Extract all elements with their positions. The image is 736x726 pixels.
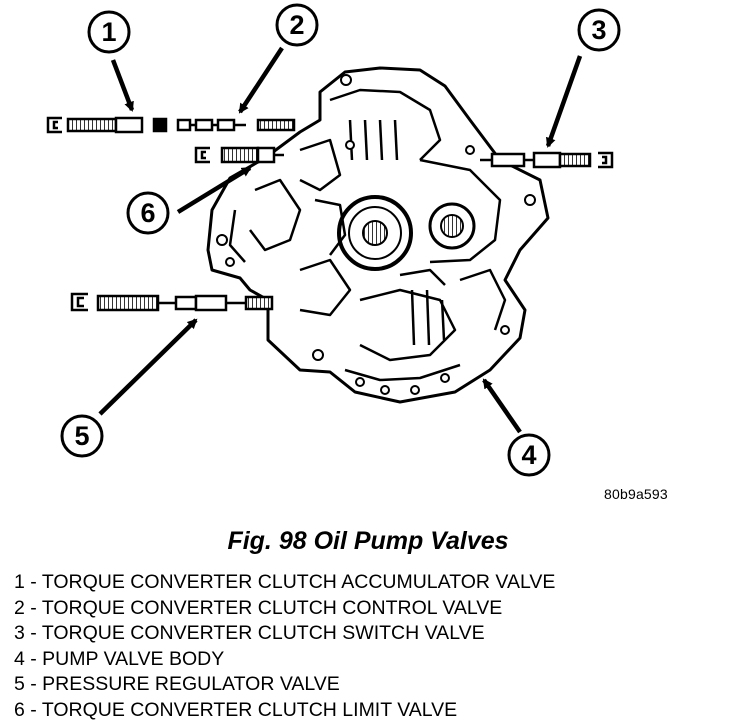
callout-3: 3 [545,8,621,148]
callout-number: 4 [521,440,536,470]
limit-valve-parts [194,146,284,164]
legend-list: 1 - TORQUE CONVERTER CLUTCH ACCUMULATOR … [14,570,555,724]
callout-circle [275,3,319,47]
callout-1: 1 [87,10,135,112]
callout-leader-line [238,46,284,114]
callout-leader-line [110,59,135,112]
image-code: 80b9a593 [604,486,668,502]
figure-caption: Fig. 98 Oil Pump Valves [227,527,509,555]
callout-6: 6 [126,166,252,235]
callout-circle [87,10,131,54]
legend-item: 2 - TORQUE CONVERTER CLUTCH CONTROL VALV… [14,596,503,619]
callout-circle [60,414,104,458]
oil-pump-valves-illustration: 1 2 3 4 5 6 [46,3,621,477]
callout-5: 5 [60,318,198,458]
accumulator-valve-parts [46,116,168,134]
pump-valve-body [206,66,550,404]
legend-item: 6 - TORQUE CONVERTER CLUTCH LIMIT VALVE [14,698,458,721]
legend-item: 5 - PRESSURE REGULATOR VALVE [14,673,340,696]
callout-number: 5 [74,421,89,451]
callout-leader-line [482,378,522,434]
callout-number: 2 [289,10,304,40]
callout-number: 6 [140,198,155,228]
callout-number: 3 [591,15,606,45]
pressure-regulator-valve-parts [70,292,274,312]
callout-circle [577,8,621,52]
callout-circle [126,191,170,235]
callout-2: 2 [238,3,319,114]
callout-leader-line [98,318,198,416]
switch-valve-parts [480,151,614,169]
callout-leader-line [176,166,252,214]
callout-4: 4 [482,378,551,477]
callout-circle [507,433,551,477]
legend-item: 3 - TORQUE CONVERTER CLUTCH SWITCH VALVE [14,622,485,645]
legend-item: 4 - PUMP VALVE BODY [14,647,225,670]
callout-number: 1 [101,17,116,47]
legend-item: 1 - TORQUE CONVERTER CLUTCH ACCUMULATOR … [14,571,556,593]
control-valve-parts [176,118,296,132]
callout-leader-line [545,55,583,148]
